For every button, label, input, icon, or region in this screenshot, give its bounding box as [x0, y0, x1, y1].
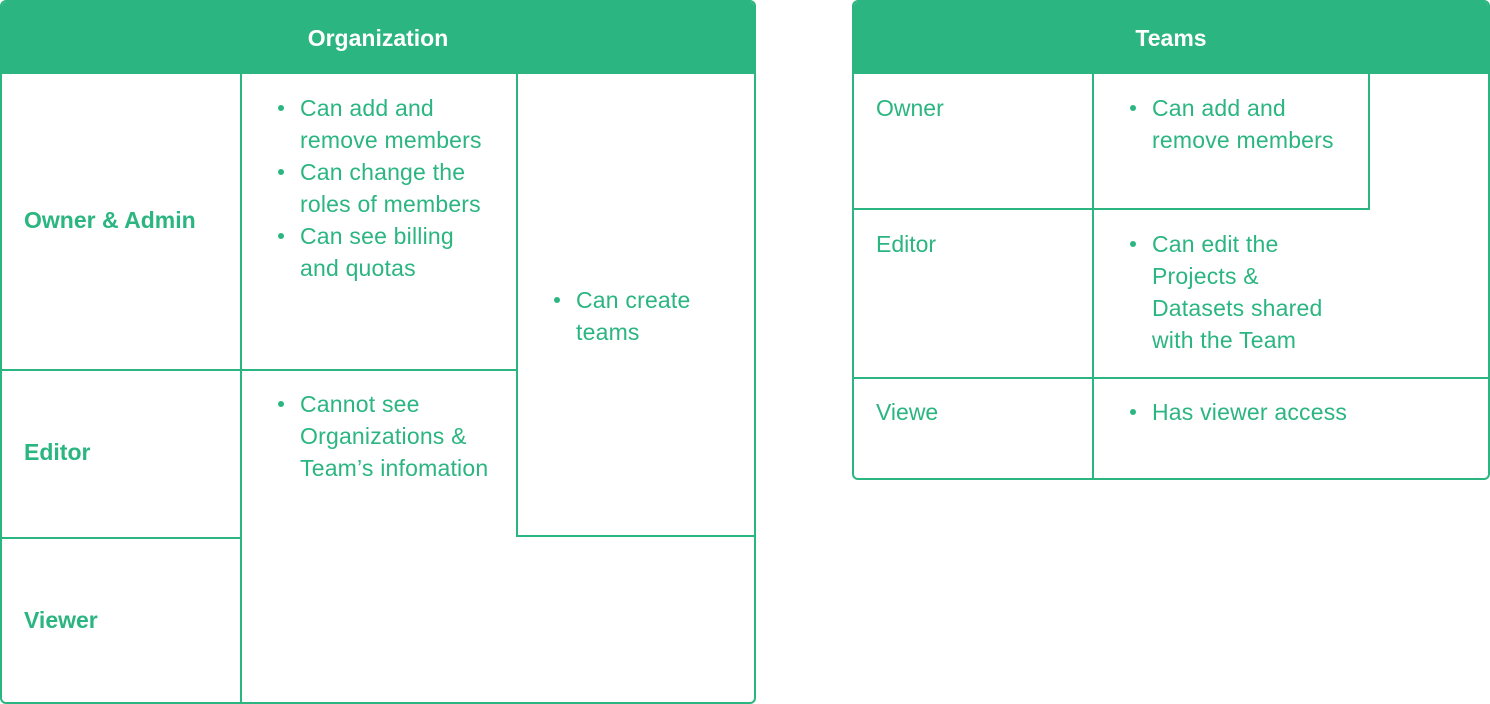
- list-item: Can add and remove members: [1128, 92, 1350, 156]
- list-item: Can edit the Projects & Datasets shared …: [1128, 228, 1350, 356]
- organization-header: Organization: [2, 2, 754, 74]
- teams-role-owner: Owner: [876, 95, 944, 121]
- teams-divider-row-2: [854, 377, 1488, 379]
- teams-editor-permissions: Can edit the Projects & Datasets shared …: [1128, 228, 1350, 356]
- org-role-viewer: Viewer: [24, 607, 98, 633]
- list-item: Can change the roles of members: [276, 156, 498, 220]
- teams-header: Teams: [854, 2, 1488, 74]
- teams-divider-role-column: [1092, 74, 1094, 478]
- org-role-editor: Editor: [24, 439, 91, 465]
- org-divider-shared-column: [516, 74, 518, 536]
- teams-card: Teams Owner Editor Viewe Can add and rem…: [852, 0, 1490, 480]
- teams-owner-permissions: Can add and remove members: [1128, 92, 1350, 156]
- list-item: Can see billing and quotas: [276, 220, 498, 284]
- org-divider-row-1: [2, 369, 516, 371]
- teams-role-viewer: Viewe: [876, 399, 939, 425]
- teams-title: Teams: [1135, 24, 1207, 51]
- org-shared-permissions: Can create teams: [552, 284, 742, 348]
- teams-divider-owner-cell: [1368, 74, 1370, 210]
- list-item: Can create teams: [552, 284, 742, 348]
- org-role-owner-admin: Owner & Admin: [24, 207, 196, 233]
- org-divider-row-2: [2, 537, 240, 539]
- org-editor-viewer-permissions: Cannot see Organizations & Team’s infoma…: [276, 388, 498, 484]
- list-item: Has viewer access: [1128, 396, 1350, 428]
- organization-card: Organization Owner & Admin Editor Viewer…: [0, 0, 756, 704]
- organization-title: Organization: [307, 24, 449, 51]
- org-owner-admin-permissions: Can add and remove members Can change th…: [276, 92, 498, 284]
- list-item: Can add and remove members: [276, 92, 498, 156]
- org-divider-role-column: [240, 74, 242, 702]
- teams-role-editor: Editor: [876, 231, 937, 257]
- teams-divider-row-1: [854, 208, 1370, 210]
- teams-viewer-permissions: Has viewer access: [1128, 396, 1350, 428]
- list-item: Cannot see Organizations & Team’s infoma…: [276, 388, 498, 484]
- org-divider-shared-bottom: [516, 535, 754, 537]
